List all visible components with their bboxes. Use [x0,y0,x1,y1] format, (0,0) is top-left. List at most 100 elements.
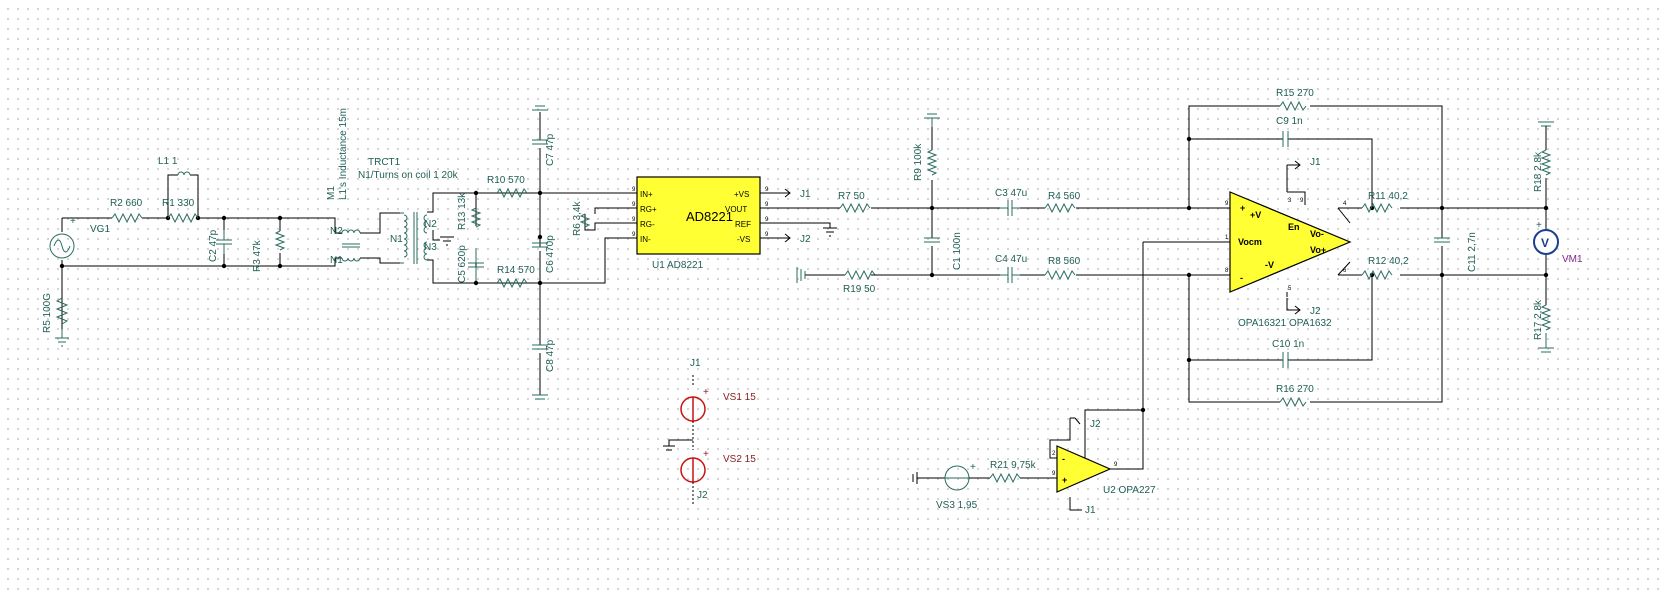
c1-capacitor[interactable]: C1 100n [924,232,963,270]
svg-text:9: 9 [765,232,769,238]
vs2-supply[interactable]: + VS2 15 J2 [663,421,756,505]
svg-text:OPA16321 OPA1632: OPA16321 OPA1632 [1238,318,1332,329]
input-wires [61,174,342,338]
c8-capacitor[interactable]: C8 47p [532,339,556,400]
r12-resistor[interactable]: R12 40,2 [1361,256,1409,281]
r18-resistor[interactable]: R18 2,8k [1533,121,1554,208]
svg-text:N1/Turns on coil 1 20k: N1/Turns on coil 1 20k [358,170,459,181]
u3-fully-differential-amp[interactable]: J1 J2 981 359 46 + - +V En Vo- Vocm Vo+ … [1225,157,1352,329]
svg-text:J2: J2 [697,490,708,501]
svg-text:9: 9 [632,217,636,223]
c10-capacitor[interactable]: C10 1n [1272,339,1304,368]
u1-terminals: J1 J2 [777,188,840,245]
svg-text:M1: M1 [326,186,337,200]
svg-text:+: + [1062,475,1067,485]
svg-text:R14 570: R14 570 [497,265,535,276]
svg-text:9: 9 [765,217,769,223]
svg-text:R3 47k: R3 47k [252,239,263,272]
r9-resistor[interactable]: R9 100k [913,113,940,181]
r8-resistor[interactable]: R8 560 [1020,256,1081,281]
svg-text:9: 9 [1052,471,1056,477]
c6-capacitor[interactable]: C6 470p [532,235,556,273]
svg-text:U1 AD8221: U1 AD8221 [652,260,704,271]
svg-text:3: 3 [1288,198,1292,204]
vs3-source[interactable]: + VS3 1,95 [912,462,978,511]
svg-text:N1: N1 [330,255,343,266]
r6-resistor[interactable]: R6 3,4k [572,201,620,236]
svg-text:C1 100n: C1 100n [952,232,963,270]
svg-text:R10 570: R10 570 [487,175,525,186]
c3-capacitor[interactable]: C3 47u [995,188,1027,216]
svg-text:C6 470p: C6 470p [545,235,556,273]
svg-text:9: 9 [1225,201,1229,207]
r10-resistor[interactable]: R10 570 [487,175,528,199]
svg-text:J1: J1 [1085,505,1096,516]
mid-wires [871,127,1000,276]
l1-inductor[interactable]: L1 1 [158,156,191,176]
r4-resistor[interactable]: R4 560 [1020,191,1081,214]
r11-resistor[interactable]: R11 40,2 [1361,191,1408,214]
vg1-sine-source[interactable]: + VG1 [49,216,110,259]
svg-text:R12 40,2: R12 40,2 [1368,256,1409,267]
svg-text:+: + [703,387,709,398]
svg-text:R6 3,4k: R6 3,4k [572,201,583,236]
svg-text:C3 47u: C3 47u [995,188,1027,199]
r3-resistor[interactable]: R3 47k [252,230,286,272]
m1-coupled-inductor[interactable]: N2 N1 M1 L1's Inductance 15m [326,108,361,266]
r19-resistor[interactable]: R19 50 [796,267,876,295]
svg-text:C10 1n: C10 1n [1272,339,1304,350]
r16-resistor[interactable]: R16 270 [1276,384,1314,408]
u2-opamp[interactable]: - + 299 J2 J1 U2 OPA227 [1049,410,1156,516]
svg-text:J2: J2 [1090,419,1101,430]
svg-text:R17 2,8k: R17 2,8k [1533,299,1544,340]
svg-text:R18 2,8k: R18 2,8k [1533,151,1544,192]
c7-capacitor[interactable]: C7 47p [532,105,556,166]
svg-text:L1 1: L1 1 [158,156,178,167]
svg-text:C5 620p: C5 620p [457,245,468,283]
r15-resistor[interactable]: R15 270 [1276,88,1314,112]
svg-text:RG-: RG- [640,220,655,229]
c11-capacitor[interactable]: C11 2,7n [1434,232,1478,272]
c2-capacitor[interactable]: C2 47p [208,229,232,262]
r1-resistor[interactable]: R1 330 [162,198,199,224]
svg-text:+: + [970,462,976,473]
r7-resistor[interactable]: R7 50 [838,191,871,214]
vm1-voltmeter[interactable]: V + VM1 [1533,208,1583,275]
svg-text:Vo+: Vo+ [1310,245,1326,255]
r14-resistor[interactable]: R14 570 [496,265,535,289]
vs1-supply[interactable]: + VS1 15 J1 [680,358,756,422]
r13-resistor[interactable]: R13 13k [457,192,482,230]
svg-text:VM1: VM1 [1562,254,1583,265]
svg-text:9: 9 [1300,198,1304,204]
c4-capacitor[interactable]: C4 47u [995,254,1027,283]
svg-text:U2 OPA227: U2 OPA227 [1103,485,1156,496]
svg-text:C8 47p: C8 47p [545,339,556,372]
r5-resistor[interactable]: R5 100G [42,293,69,347]
r21-resistor[interactable]: R21 9,75k [969,460,1057,484]
svg-text:R16 270: R16 270 [1276,384,1314,395]
svg-text:VS1 15: VS1 15 [723,392,756,403]
svg-text:R15 270: R15 270 [1276,88,1314,99]
svg-text:6: 6 [1343,268,1347,274]
svg-text:9: 9 [765,202,769,208]
svg-text:REF: REF [735,220,751,229]
svg-text:C4 47u: C4 47u [995,254,1027,265]
c9-capacitor[interactable]: C9 1n [1276,116,1303,147]
r2-resistor[interactable]: R2 660 [110,198,143,224]
svg-text:VOUT: VOUT [725,205,747,214]
svg-text:+VS: +VS [734,190,749,199]
trct1-transformer[interactable]: N1 N2 N3 TRCT1 N1/Turns on coil 1 20k [358,157,459,264]
svg-text:-VS: -VS [737,235,750,244]
cap-column-wires [539,112,620,395]
svg-text:+: + [1240,203,1245,213]
vg1-label: VG1 [90,224,110,235]
svg-text:C11 2,7n: C11 2,7n [1467,232,1478,272]
svg-text:TRCT1: TRCT1 [368,157,401,168]
svg-text:N2: N2 [424,219,437,230]
r17-resistor[interactable]: R17 2,8k [1533,275,1554,353]
svg-text:Vo-: Vo- [1310,229,1324,239]
svg-text:V: V [1541,236,1549,250]
svg-text:N1: N1 [390,234,403,245]
